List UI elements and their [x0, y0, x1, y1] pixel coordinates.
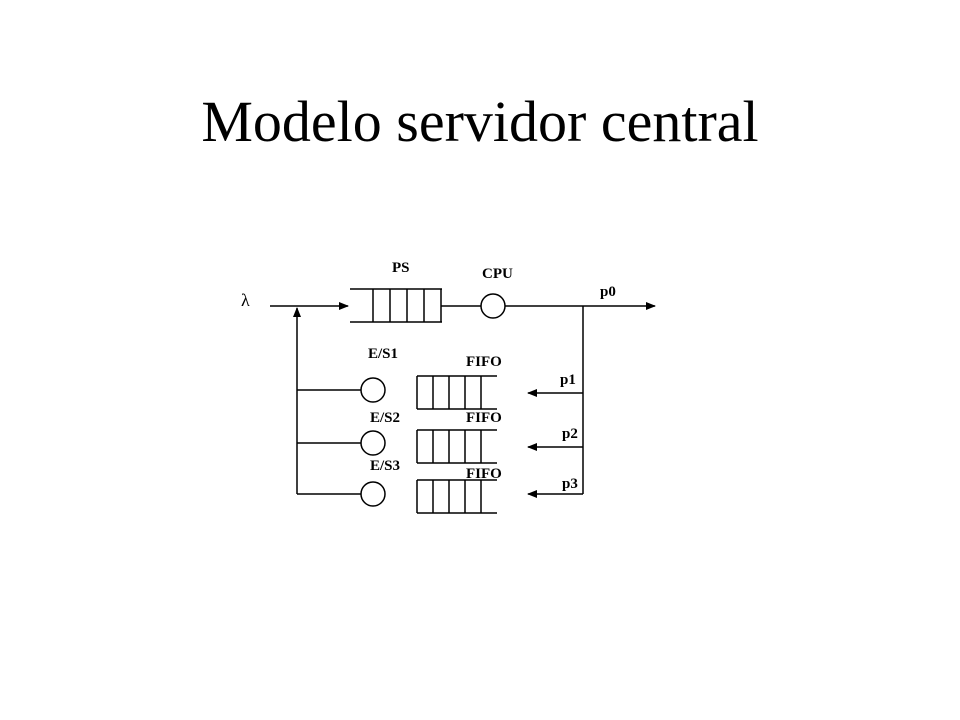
io-prob-3-label: p3	[562, 476, 578, 492]
io-queue-1	[416, 375, 497, 410]
io-server-2	[360, 430, 386, 456]
io-server-2-label: E/S2	[370, 410, 400, 426]
cpu-label: CPU	[482, 266, 513, 282]
io-server-1	[360, 377, 386, 403]
io-server-3-label: E/S3	[370, 458, 400, 474]
io-queue-1-label: FIFO	[466, 354, 502, 370]
exit-prob-label: p0	[600, 284, 616, 300]
slide-title: Modelo servidor central	[201, 89, 759, 154]
io-queue-2-label: FIFO	[466, 410, 502, 426]
ps-queue-label: PS	[392, 260, 410, 276]
arrival-rate-label: λ	[241, 290, 250, 310]
io-queue-2	[416, 429, 497, 464]
io-prob-2-label: p2	[562, 426, 578, 442]
io-prob-1-label: p1	[560, 372, 576, 388]
cpu-server	[480, 293, 506, 319]
io-server-3	[360, 481, 386, 507]
io-queue-3	[416, 479, 497, 514]
io-queue-3-label: FIFO	[466, 466, 502, 482]
ps-queue	[350, 288, 442, 323]
io-server-1-label: E/S1	[368, 346, 398, 362]
